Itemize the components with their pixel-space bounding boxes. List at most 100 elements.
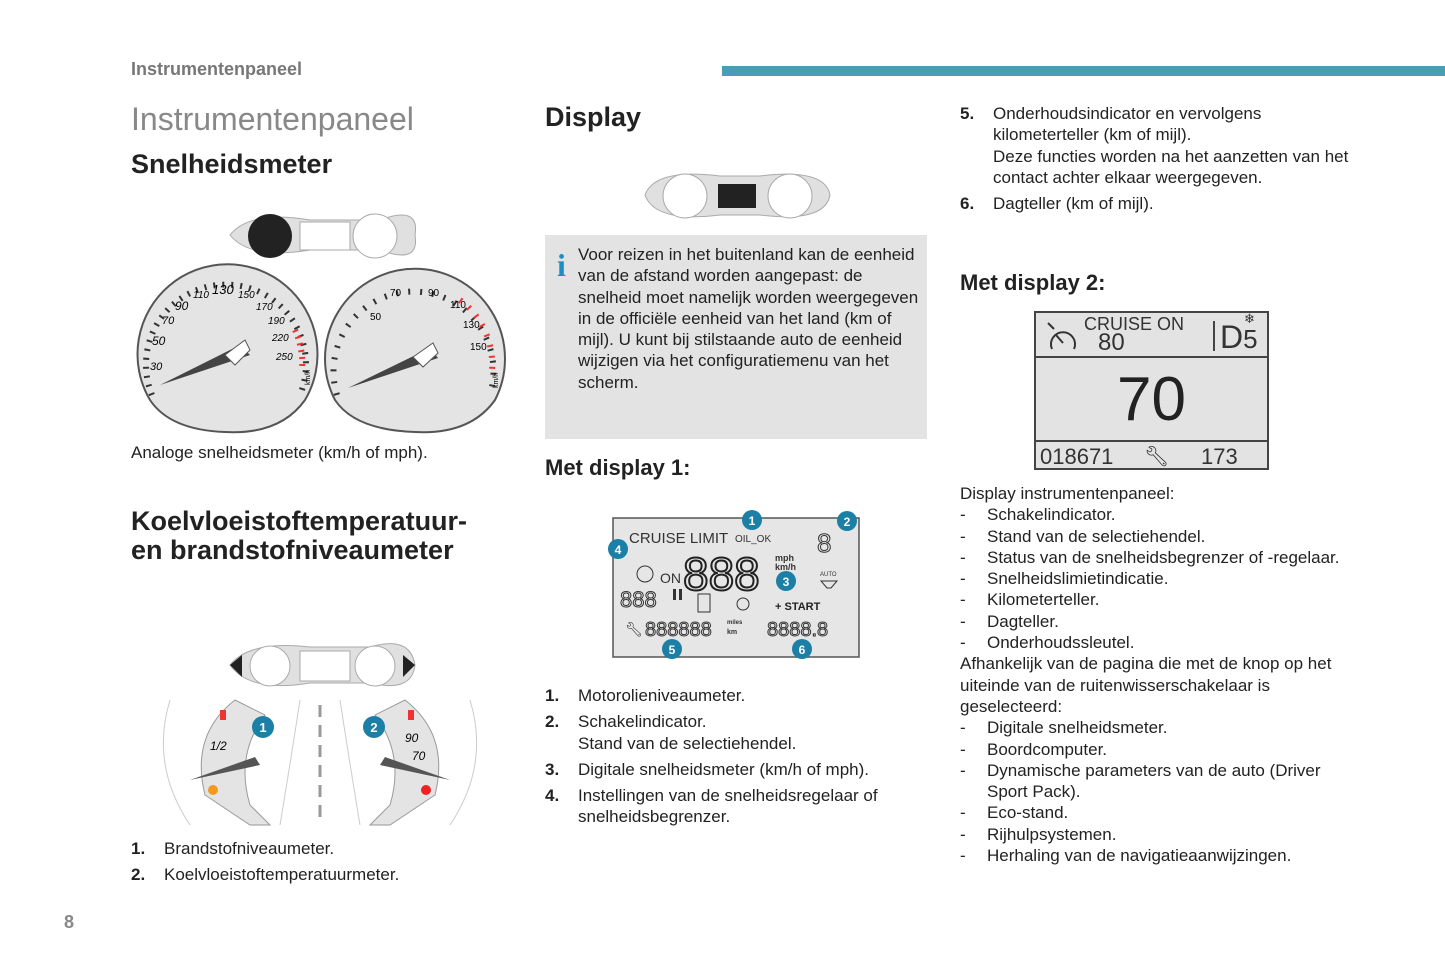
list-item: -Boordcomputer. xyxy=(960,739,1108,759)
temp-gauge-label: 90 xyxy=(405,731,419,745)
gauge-label: 130 xyxy=(463,320,480,331)
list-item: -Eco-stand. xyxy=(960,803,1069,823)
gauge-label: 30 xyxy=(150,361,163,373)
wrench-icon: 🔧︎ xyxy=(625,621,643,637)
display1-illustration: CRUISE LIMIT OIL_OK 888 mph km/h ON 888 … xyxy=(608,510,860,659)
info-box: i Voor reizen in het buitenland kan de e… xyxy=(545,235,927,439)
list1: -Schakelindicator. -Stand van de selecti… xyxy=(960,504,1350,653)
list-item: -Herhaling van de navigatieaanwijzingen. xyxy=(960,846,1292,866)
page-number: 8 xyxy=(64,912,75,932)
display1-list-cont: 5.Onderhoudsindicator en vervolgens kilo… xyxy=(960,103,1350,219)
wiper-icon xyxy=(819,580,839,589)
gauges-illustration: 1/2 90 70 1 2 xyxy=(162,643,478,826)
svg-text:1: 1 xyxy=(259,720,266,735)
digital-speed: 70 xyxy=(1117,365,1186,434)
list-item: 6.Dagteller (km of mijl). xyxy=(960,194,1154,214)
display1-heading: Met display 1: xyxy=(545,455,691,480)
speedometer-heading: Snelheidsmeter xyxy=(131,149,333,179)
svg-text:888: 888 xyxy=(620,587,657,612)
callout-badge xyxy=(742,510,762,530)
callout-badge xyxy=(252,716,274,738)
list-item: 2.Koelvloeistoftemperatuurmeter. xyxy=(131,865,400,885)
gear-number: 5 xyxy=(1243,324,1258,354)
gauge-unit: km/h xyxy=(305,370,312,385)
coolant-heading-line1: Koelvloeistoftemperatuur- xyxy=(131,506,468,536)
gauge-label: 130 xyxy=(212,282,234,297)
gauge-label: 220 xyxy=(271,333,289,344)
fuel-gauge-label: 1/2 xyxy=(210,739,227,753)
svg-text:mph: mph xyxy=(775,553,794,563)
intro-text: Display instrumentenpaneel: xyxy=(960,484,1175,503)
wrench-icon: 🔧︎ xyxy=(1144,446,1170,468)
callout-badge xyxy=(792,639,812,659)
gauge-label: 70 xyxy=(162,315,175,327)
speedometer-mph-kmh: 50 70 90 110 130 150 km/h xyxy=(324,267,506,434)
display1-list: 1.Motorolieniveaumeter. 2.Schakelindicat… xyxy=(545,685,925,833)
svg-text:2: 2 xyxy=(844,515,851,529)
gauge-label: 150 xyxy=(238,290,255,301)
svg-text:6: 6 xyxy=(799,643,806,657)
list-item: 1.Motorolieniveaumeter. xyxy=(545,686,746,705)
speedometer-illustration: 30 50 70 90 110 130 150 170 190 220 250 … xyxy=(136,213,506,434)
running-header: Instrumentenpaneel xyxy=(131,59,303,79)
fuel-warning-light-icon xyxy=(208,785,218,795)
info-icon: i xyxy=(557,247,566,283)
gauge-label: 250 xyxy=(275,352,293,363)
display2-illustration: CRUISE ON 80 D5 ❄ 70 018671 🔧︎ 173 xyxy=(1034,311,1269,470)
gauge-label: 110 xyxy=(193,290,209,301)
info-text: Voor reizen in het buitenland kan de een… xyxy=(578,245,919,392)
list-item: -Stand van de selectiehendel. xyxy=(960,526,1206,546)
callout-badge xyxy=(608,539,628,559)
gauge-label: 170 xyxy=(256,302,273,313)
temperature-warning-light-icon xyxy=(421,785,431,795)
service-distance: 173 xyxy=(1201,444,1238,469)
gauge-label: 50 xyxy=(152,334,166,348)
svg-text:km/h: km/h xyxy=(775,562,796,572)
callout-badge xyxy=(776,571,796,591)
list-item: 3.Digitale snelheidsmeter (km/h of mph). xyxy=(545,759,870,779)
svg-text:5: 5 xyxy=(669,643,676,657)
cruise-speedometer-icon xyxy=(636,565,654,583)
cruise-status: CRUISE ON xyxy=(1084,314,1185,334)
dashboard-pod-icon xyxy=(229,213,417,259)
steering-wheel-icon xyxy=(736,597,750,611)
list-item: 4.Instellingen van de snelheidsregelaar … xyxy=(545,786,878,827)
gauge-label: 150 xyxy=(470,342,487,353)
list-item: -Kilometerteller. xyxy=(960,590,1100,610)
svg-text:2: 2 xyxy=(370,720,377,735)
callout-badge xyxy=(837,511,857,531)
gear-letter: D xyxy=(1220,319,1244,355)
list2: -Digitale snelheidsmeter. -Boordcomputer… xyxy=(960,717,1350,866)
middle-text: Afhankelijk van de pagina die met de kno… xyxy=(960,654,1332,716)
svg-text:OIL_OK: OIL_OK xyxy=(735,534,771,545)
lane-icon xyxy=(697,593,711,613)
cruise-speedometer-icon xyxy=(1047,322,1076,350)
cruise-speed: 80 xyxy=(1098,329,1125,356)
temp-gauge-label: 70 xyxy=(412,749,426,763)
list-item: 2.Schakelindicator.Stand van de selectie… xyxy=(545,712,797,753)
svg-text:888: 888 xyxy=(683,548,760,600)
list-item: -Onderhoudssleutel. xyxy=(960,633,1135,653)
svg-text:ON: ON xyxy=(660,570,681,586)
list-item: -Schakelindicator. xyxy=(960,505,1116,525)
snowflake-icon: ❄ xyxy=(1244,311,1255,326)
gauge-label: 90 xyxy=(428,288,440,299)
display2-heading: Met display 2: xyxy=(960,270,1106,295)
svg-text:8888.8: 8888.8 xyxy=(767,619,828,641)
gauge-label: 50 xyxy=(370,312,382,323)
gauges-list: 1.Brandstofniveaumeter. 2.Koelvloeistoft… xyxy=(131,838,399,891)
list-item: 1.Brandstofniveaumeter. xyxy=(131,839,335,858)
coolant-heading-line2: en brandstofniveaumeter xyxy=(131,535,454,565)
svg-text:888888: 888888 xyxy=(645,619,712,641)
coolant-temperature-gauge: 90 70 xyxy=(368,699,450,826)
list-item: -Status van de snelheidsbegrenzer of -re… xyxy=(960,547,1340,567)
svg-text:1: 1 xyxy=(749,514,756,528)
gauge-label: 90 xyxy=(175,299,189,313)
speedometer-kmh: 30 50 70 90 110 130 150 170 190 220 250 … xyxy=(136,263,319,434)
dashboard-pod-icon xyxy=(644,173,831,219)
list-item: 5.Onderhoudsindicator en vervolgens kilo… xyxy=(960,104,1349,187)
speedometer-caption: Analoge snelheidsmeter (km/h of mph). xyxy=(131,443,428,462)
odometer: 018671 xyxy=(1040,444,1114,469)
svg-text:3: 3 xyxy=(783,575,790,589)
gauge-label: 110 xyxy=(450,300,466,311)
